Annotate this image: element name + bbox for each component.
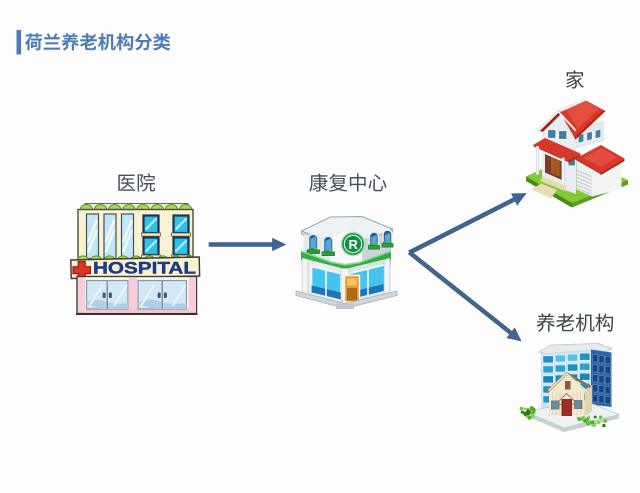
svg-text:HOSPITAL: HOSPITAL	[93, 259, 196, 278]
svg-text:R: R	[349, 237, 359, 252]
